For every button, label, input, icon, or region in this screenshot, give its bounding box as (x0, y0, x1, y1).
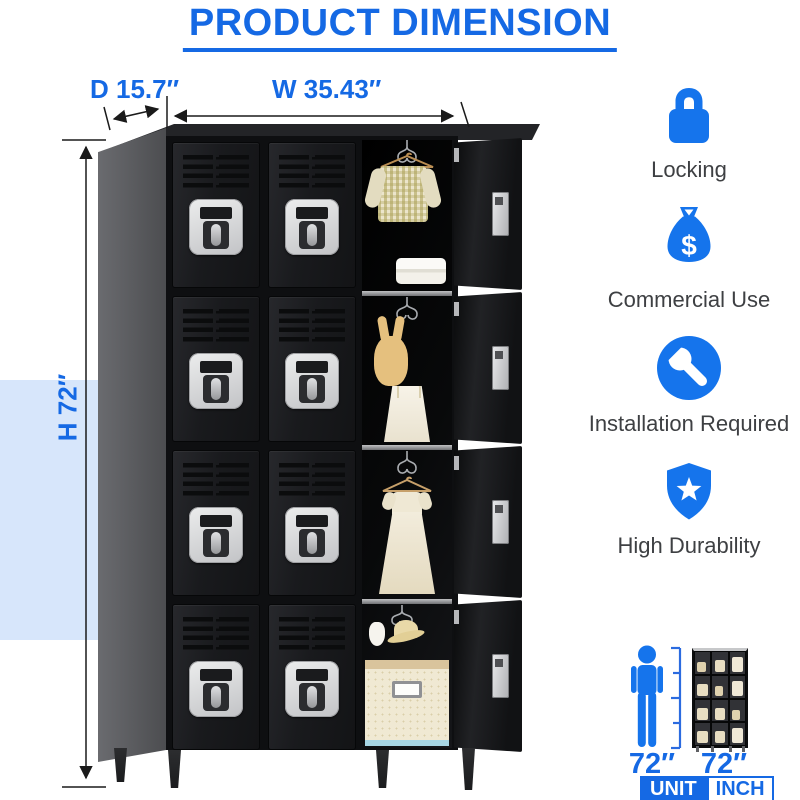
depth-dimension-label: D 15.7″ (90, 74, 180, 104)
open-compartment-column (362, 140, 452, 748)
person-height-label: 72″ (628, 748, 676, 780)
padlock-icon (669, 88, 709, 143)
towel-stack (396, 258, 446, 284)
door-handle (285, 199, 339, 255)
shelf (362, 445, 452, 450)
locker-door (172, 142, 260, 288)
door-latch (492, 346, 509, 390)
mini-locker-image (692, 648, 748, 752)
straw-hat (394, 620, 418, 638)
hanging-dress-skirt (379, 512, 435, 594)
feature-commercial-use: $ Commercial Use (578, 202, 800, 312)
door-latch (492, 192, 509, 236)
shelf (362, 599, 452, 604)
unit-value: INCH (706, 776, 774, 800)
storage-box (365, 660, 449, 746)
door-handle (189, 661, 243, 717)
clothes-cardigan (378, 166, 428, 222)
coat-hook-icon (397, 140, 417, 163)
door-handle (285, 507, 339, 563)
open-door (454, 292, 522, 444)
locker-illustration (95, 118, 565, 800)
feature-label: High Durability (617, 533, 761, 558)
feature-high-durability: High Durability (578, 460, 800, 558)
door-handle (189, 199, 243, 255)
locker-door (172, 604, 260, 750)
open-door (454, 446, 522, 598)
door-handle (285, 353, 339, 409)
locker-door (268, 450, 356, 596)
height-dimension-label: H 72″ (52, 373, 83, 442)
locker-leg (462, 748, 475, 790)
locker-door (268, 296, 356, 442)
money-bag-icon: $ (667, 207, 711, 262)
shield-star-icon (667, 463, 711, 520)
locker-door (172, 296, 260, 442)
coat-hook-icon (397, 451, 417, 474)
storage-box-label (392, 681, 422, 698)
locker-door (172, 450, 260, 596)
locker-door (268, 604, 356, 750)
door-handle (285, 661, 339, 717)
wrench-icon (657, 336, 721, 400)
locker-leg (114, 748, 127, 782)
unit-badge: UNIT INCH (640, 776, 774, 800)
door-latch (492, 500, 509, 544)
open-door (454, 600, 522, 752)
width-dimension-label: W 35.43″ (272, 74, 382, 104)
height-ruler-icon (671, 646, 682, 750)
locker-leg (168, 750, 181, 788)
shelf (362, 291, 452, 296)
feature-locking: Locking (578, 84, 800, 182)
feature-installation-required: Installation Required (578, 336, 800, 436)
plush-bunny (374, 336, 408, 386)
hanger-icon (382, 476, 432, 492)
door-latch (492, 654, 509, 698)
feature-label: Locking (651, 157, 727, 182)
person-icon (631, 645, 663, 747)
page-title: PRODUCT DIMENSION (182, 2, 618, 52)
feature-label: Installation Required (588, 411, 790, 436)
locker-leg (376, 750, 389, 788)
locker-door (268, 142, 356, 288)
locker-height-label: 72″ (700, 748, 748, 780)
door-handle (189, 353, 243, 409)
unit-label: UNIT (640, 776, 707, 800)
white-mitten (369, 622, 385, 646)
coat-hook-icon (396, 297, 418, 320)
door-handle (189, 507, 243, 563)
open-door (454, 138, 522, 290)
hanging-dress (392, 492, 422, 514)
svg-text:$: $ (681, 230, 697, 261)
tote-bag (384, 386, 430, 442)
locker-side-panel (98, 128, 166, 762)
feature-label: Commercial Use (607, 287, 771, 312)
